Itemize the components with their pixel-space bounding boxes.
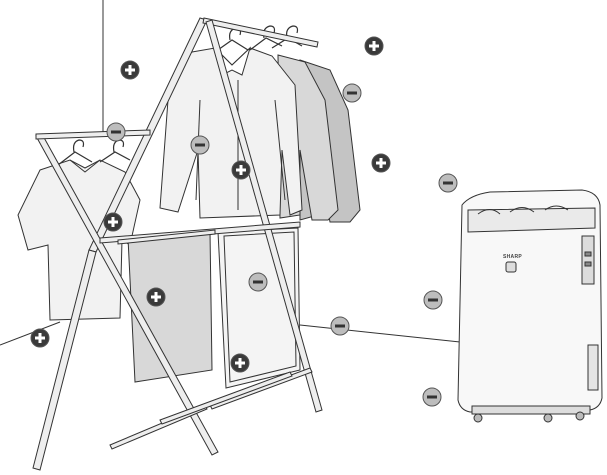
plus-ion-icon [104,213,122,231]
minus-ion-icon [107,123,125,141]
minus-ion-icon [331,317,349,335]
minus-ion-icon [423,388,441,406]
plus-ion-icon [365,37,383,55]
towel-left [128,232,212,382]
minus-ion-icon [424,291,442,309]
plus-ion-icon [232,161,250,179]
purifier-brand-label: SHARP [503,254,522,260]
plus-ion-icon [231,354,249,372]
minus-ion-icon [191,136,209,154]
minus-ion-icon [343,84,361,102]
plus-ion-icon [147,288,165,306]
plus-ion-icon [31,329,49,347]
minus-ion-icon [439,174,457,192]
plus-ion-icon [121,61,139,79]
air-purifier: SHARP [458,190,602,422]
plus-ion-icon [372,154,390,172]
minus-ion-icon [249,273,267,291]
